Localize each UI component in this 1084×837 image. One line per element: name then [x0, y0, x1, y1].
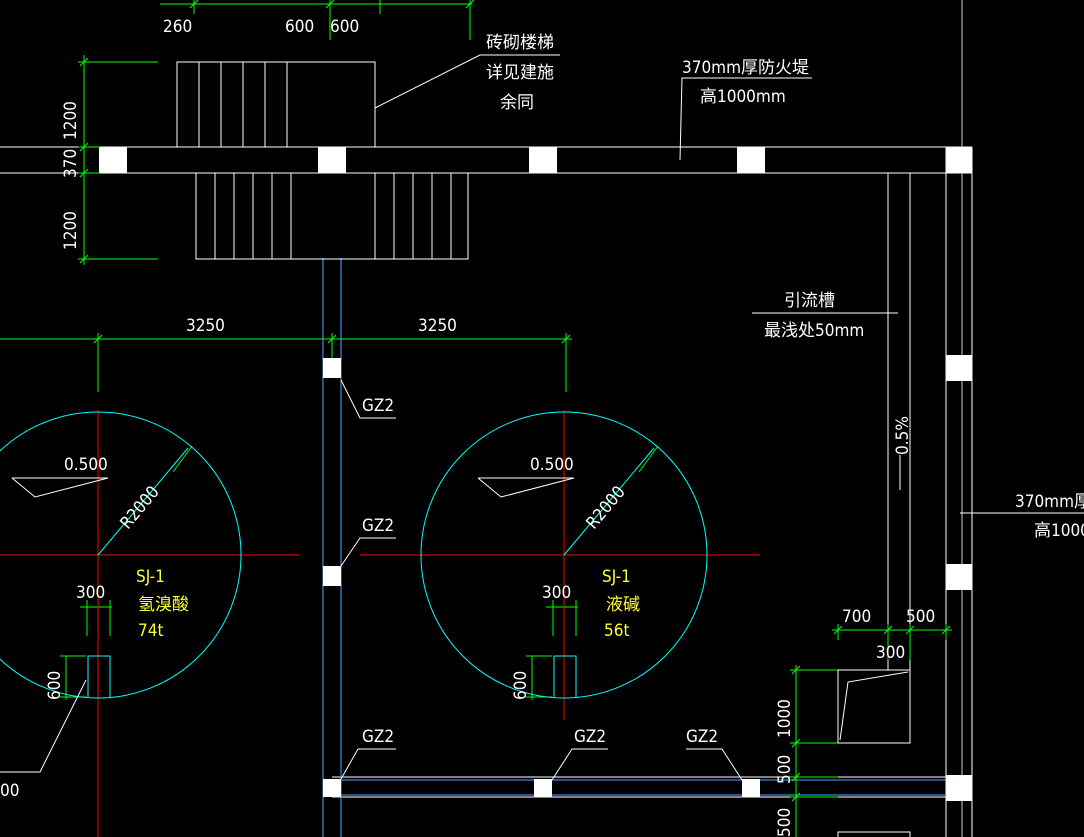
dim-300-pit: 300	[876, 643, 905, 663]
tank-left-name: 氢溴酸	[138, 595, 189, 615]
level-left: 0.500	[64, 455, 108, 475]
divider-wall	[322, 258, 946, 837]
dim-1000: 1000	[775, 699, 795, 738]
column-label-gz2: GZ2	[686, 727, 718, 747]
wall-note-right-line2: 高1000m	[1034, 521, 1084, 541]
right-wall	[945, 0, 973, 837]
dim-500-bottom: 500	[775, 808, 795, 837]
dim-300-right: 300	[542, 583, 571, 603]
dim-600-right: 600	[511, 671, 531, 700]
dim-600-left: 600	[45, 671, 65, 700]
axis-lines	[0, 410, 760, 837]
tank-right-code: SJ-1	[602, 567, 631, 587]
dim-1200-bottom: 1200	[61, 211, 81, 250]
column	[742, 779, 760, 797]
column	[323, 566, 341, 586]
column	[534, 779, 552, 797]
dim-600-a: 600	[285, 17, 314, 37]
tank-left-code: SJ-1	[136, 567, 165, 587]
column	[323, 779, 341, 797]
column-label-gz2: GZ2	[362, 727, 394, 747]
level-right: 0.500	[530, 455, 574, 475]
dim-260: 260	[163, 17, 192, 37]
column-label-gz2: GZ2	[362, 396, 394, 416]
sump-pit	[837, 669, 911, 837]
dim-1200-top: 1200	[61, 101, 81, 140]
dim-370: 370	[61, 149, 81, 178]
column	[323, 358, 341, 378]
gutter-note-line1: 引流槽	[784, 291, 835, 311]
column	[946, 775, 972, 801]
dim-500-top: 500	[906, 607, 935, 627]
dim-600-b: 600	[330, 17, 359, 37]
column	[946, 564, 972, 590]
tank-left-weight: 74t	[138, 621, 163, 641]
radius-left: R2000	[117, 482, 164, 533]
columns	[99, 147, 972, 801]
tank-right	[420, 411, 708, 699]
column	[946, 147, 972, 173]
stair-note-line3: 余同	[500, 93, 534, 113]
stair-note-line1: 砖砌楼梯	[486, 33, 554, 53]
column	[737, 147, 765, 173]
bottom-wall	[332, 776, 972, 798]
tank-right-weight: 56t	[604, 621, 629, 641]
dim-700: 700	[842, 607, 871, 627]
dim-3250-left: 3250	[186, 316, 225, 336]
dim-500-mid: 500	[775, 755, 795, 784]
wall-note-top-line1: 370mm厚防火堤	[682, 58, 809, 78]
dim-cut: 00	[0, 781, 19, 801]
stair-lower	[195, 172, 469, 260]
top-wall	[0, 146, 972, 174]
slope-label: 0.5%	[893, 416, 913, 455]
radius-right: R2000	[583, 482, 630, 533]
column	[99, 147, 127, 173]
dimension-lines	[0, 0, 952, 837]
column-label-gz2: GZ2	[362, 516, 394, 536]
gutter-note-line2: 最浅处50mm	[764, 321, 864, 341]
stair-note-line2: 详见建施	[486, 63, 554, 83]
tank-left	[0, 411, 242, 699]
column	[946, 355, 972, 381]
wall-note-right-line1: 370mm厚防	[1015, 492, 1084, 512]
column	[529, 147, 557, 173]
dim-3250-right: 3250	[418, 316, 457, 336]
gutter-channel	[887, 172, 946, 670]
column	[318, 147, 346, 173]
wall-note-top-line2: 高1000mm	[700, 87, 786, 107]
dim-300-left: 300	[76, 583, 105, 603]
column-label-gz2: GZ2	[574, 727, 606, 747]
tank-right-name: 液碱	[606, 595, 640, 615]
leader-lines	[0, 54, 1084, 781]
stair-upper	[176, 61, 376, 148]
